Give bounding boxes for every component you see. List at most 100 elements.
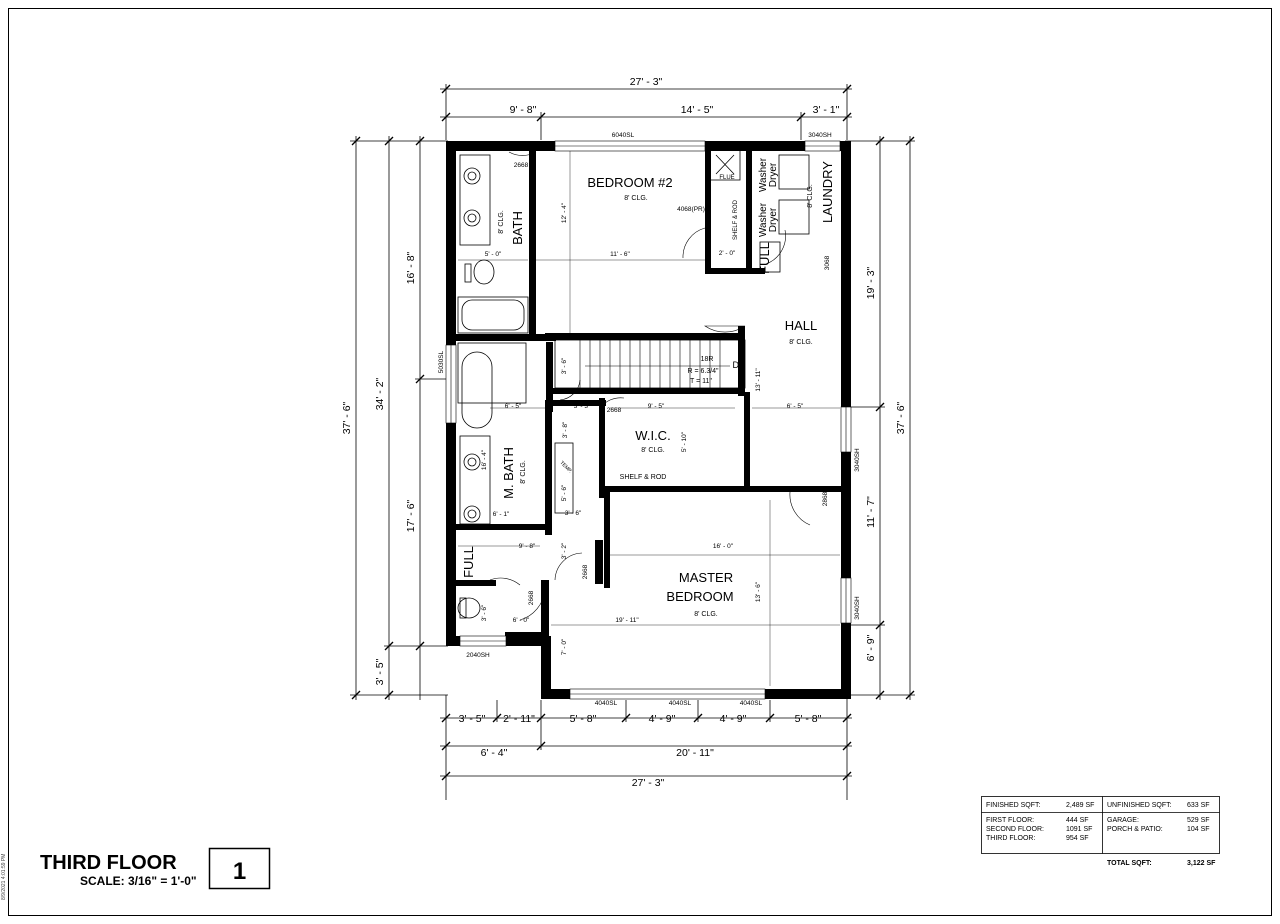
area-summary-table: FINISHED SQFT: 2,489 SF UNFINISHED SQFT:… [981,796,1220,867]
callout-2668-mb1: 2668 [528,590,535,605]
fixture-labels: Washer Dryer Washer Dryer FLUE SHELF & R… [558,157,779,481]
dim-bot-mid-a: 6' - 4" [481,747,508,759]
room-bath-clg: 8' CLG. [498,210,505,234]
label-stair-risers: 18R [701,356,714,363]
room-wic-name: W.I.C. [635,428,670,443]
dim-left-mid: 34' - 2" [374,377,386,410]
dim-left-a: 16' - 8" [405,251,417,284]
area-garage-value: 529 SF [1187,817,1210,824]
idim-stair-side: 3' - 6" [561,357,568,374]
idim-bed2-depth: 12' - 4" [561,202,568,223]
dimension-lines [350,84,915,800]
door-window-callouts: 2668 6040SL 3040SH 4068(PR) 3068 5030SL … [438,132,861,707]
dim-left-b: 17' - 6" [405,499,417,532]
room-mbath-clg: 8' CLG. [520,460,527,484]
dim-bot-mid-b: 20' - 11" [676,747,714,759]
room-master-line2: BEDROOM [666,589,733,604]
room-hall-name: HALL [785,318,818,333]
label-washer-2: Washer [758,202,769,237]
idim-wic-entry: 3' - 3" [574,403,591,410]
idim-mbath-height: 16' - 4" [481,449,488,470]
area-garage-label: GARAGE: [1107,817,1139,824]
sheet-title: THIRD FLOOR [40,852,177,874]
idim-wic-side: 3' - 8" [562,421,569,438]
callout-3068: 3068 [824,255,831,270]
sheet-number: 1 [233,858,246,885]
label-shelf-rod-v: SHELF & ROD [733,199,739,240]
callout-4040sl-3: 4040SL [740,700,763,707]
idim-mbath-sink-w: 6' - 1" [493,511,510,518]
area-first-value: 444 SF [1066,817,1089,824]
idim-master-alcove: 7' - 0" [561,638,568,655]
area-first-label: FIRST FLOOR: [986,817,1034,824]
room-laundry-name: LAUNDRY [820,161,835,223]
stair-treads [579,340,730,388]
idim-closet-width: 2' - 0" [719,250,736,257]
callout-3040sh-top: 3040SH [808,132,832,139]
dim-left-c: 3' - 5" [374,658,386,685]
label-shelf-rod-wic: SHELF & ROD [620,474,667,481]
idim-wic-depth: 5' - 10" [681,431,688,452]
dim-right-a: 19' - 3" [865,266,877,299]
room-bath-name: BATH [510,211,525,245]
callout-3040sh-right2: 3040SH [854,596,861,620]
overall-dimension-text: 27' - 3" 9' - 8" 14' - 5" 3' - 1" 37' - … [341,76,907,789]
dim-right-total: 37' - 6" [895,401,907,434]
area-third-label: THIRD FLOOR: [986,835,1035,842]
interior-dim-lines [458,151,840,686]
callout-5030sl: 5030SL [438,350,445,373]
idim-bed2-width: 11' - 6" [610,251,630,258]
room-master-clg: 8' CLG. [694,611,718,618]
area-second-label: SECOND FLOOR: [986,826,1044,833]
area-total-value: 3,122 SF [1187,860,1216,867]
dim-right-b: 11' - 7" [865,496,877,528]
callout-2668-bath: 2668 [514,162,529,169]
room-master-line1: MASTER [679,570,733,585]
label-stair-dn: DN [733,360,746,370]
callout-2040sh: 2040SH [466,652,490,659]
callout-4068pr: 4068(PR) [677,206,705,213]
dim-left-total: 37' - 6" [341,401,353,434]
idim-mbath-top-width: 6' - 5" [505,403,522,410]
area-third-value: 954 SF [1066,835,1089,842]
callout-3040sh-right1: 3040SH [854,448,861,472]
callout-4040sl-1: 4040SL [595,700,618,707]
room-bedroom2-clg: 8' CLG. [624,195,648,202]
callout-2668-mb2: 2668 [582,564,589,579]
windows [445,140,852,700]
idim-master-depth: 13' - 6" [755,581,762,602]
area-finished-label: FINISHED SQFT: [986,802,1041,809]
area-porch-value: 104 SF [1187,826,1210,833]
callout-6040sl: 6040SL [612,132,635,139]
area-porch-label: PORCH & PATIO: [1107,826,1163,833]
dim-bot-5: 4' - 9" [720,713,747,725]
label-stair-t: T = 11" [690,378,712,385]
interior-walls [456,151,841,638]
dim-top-1: 9' - 8" [510,104,537,116]
room-laundry-clg: 8' CLG. [807,184,814,208]
label-temp: TEMP. [558,460,573,475]
sheet-border [8,8,1272,916]
dim-bot-3: 5' - 8" [570,713,597,725]
area-finished-value: 2,489 SF [1066,802,1094,809]
exterior-walls [446,141,851,699]
dim-top-3: 3' - 1" [813,104,840,116]
idim-bath-width: 5' - 0" [485,251,502,258]
room-bedroom2-name: BEDROOM #2 [587,175,672,190]
idim-hall-height: 13' - 11" [755,368,762,392]
dim-top-2: 14' - 5" [681,104,714,116]
idim-master-width: 16' - 0" [713,543,734,550]
room-mbath-name: M. BATH [501,447,516,499]
label-washer-1: Washer [758,157,769,192]
sheet-scale: SCALE: 3/16" = 1'-0" [80,874,197,888]
idim-hall-width: 6' - 5" [787,403,804,410]
idim-toilet-room-w: 6' - 0" [513,617,530,624]
room-full-1: FULL [757,242,772,274]
area-second-value: 1091 SF [1066,826,1092,833]
callout-2868: 2868 [822,491,829,506]
dim-top-total: 27' - 3" [630,76,663,88]
idim-master-full-width: 19' - 11" [615,617,639,624]
label-stair-r: R = 6.3/4" [687,368,719,375]
door-swings [489,151,811,621]
